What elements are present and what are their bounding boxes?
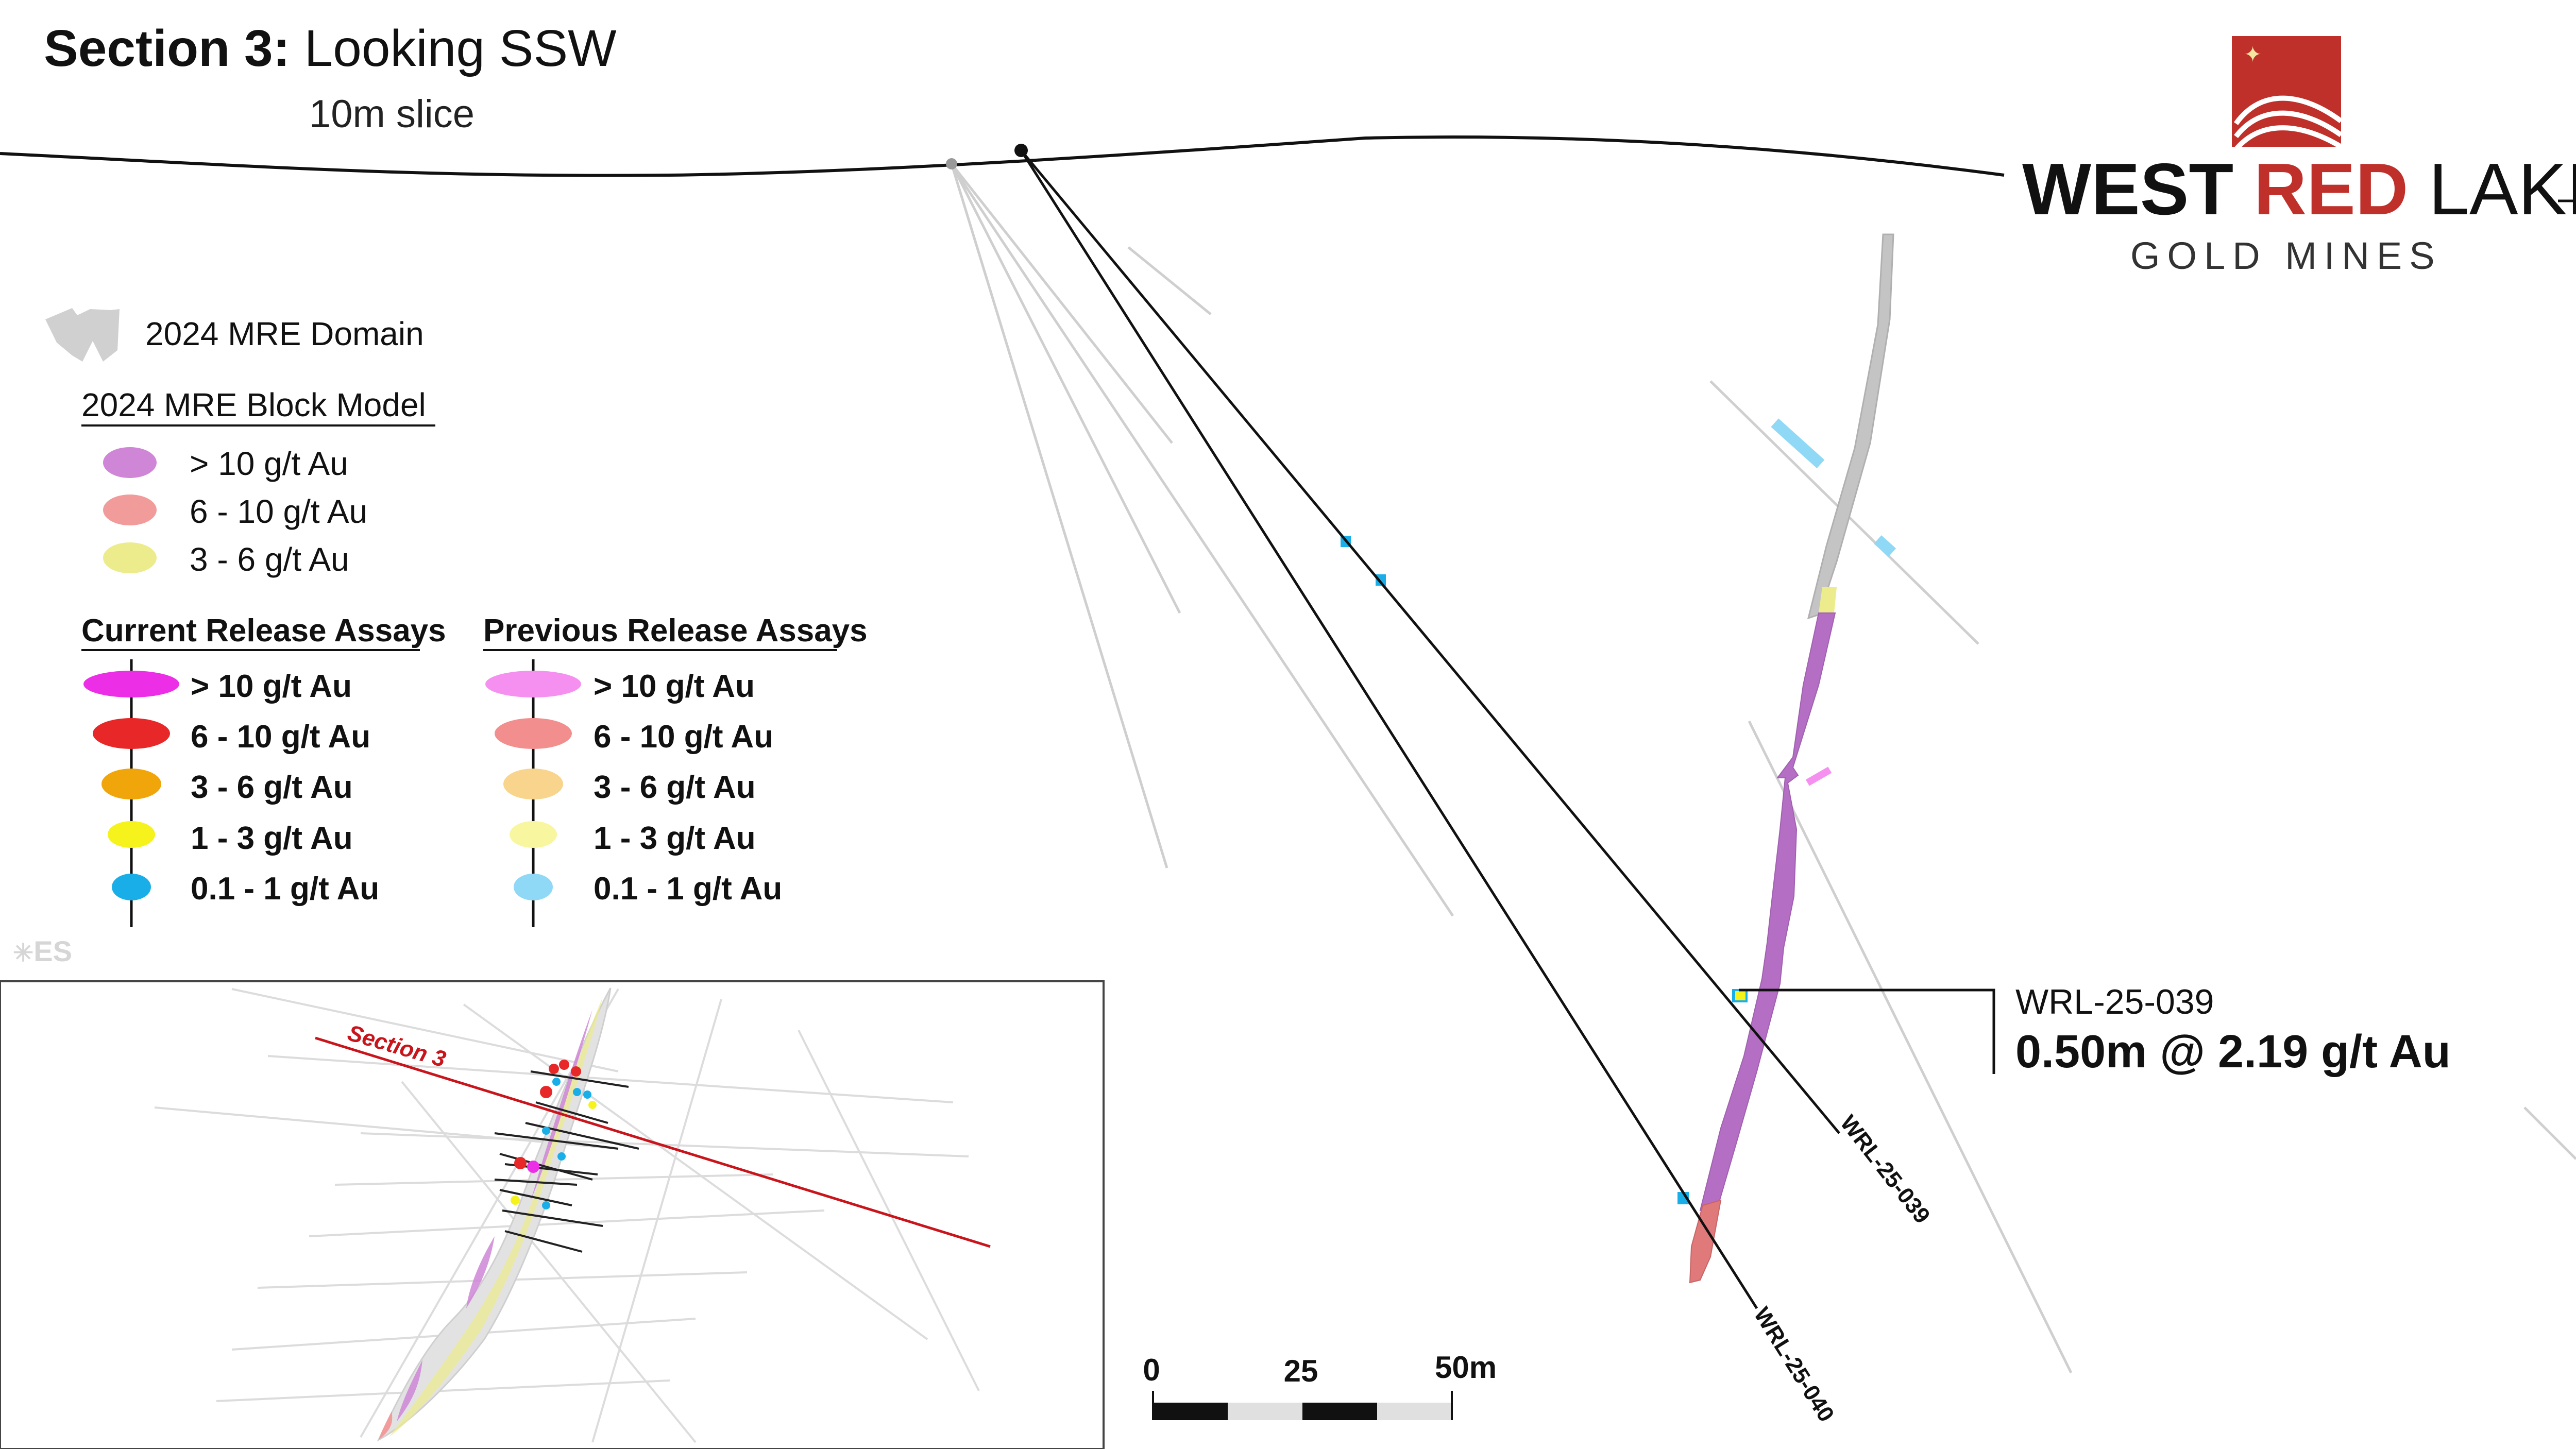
- inset-marker: [552, 1078, 561, 1086]
- previous-label-6-10: 6 - 10 g/t Au: [594, 719, 773, 755]
- assay-tick: [1735, 991, 1745, 1000]
- watermark-label: ES: [33, 935, 72, 967]
- drill-hole-wrl-25-039: [1020, 149, 1840, 1134]
- inset-block-6-10: [379, 1411, 393, 1440]
- block-swatch-3-6: [103, 542, 157, 573]
- current-label-1-3: 1 - 3 g/t Au: [191, 821, 353, 856]
- domain-swatch: [45, 308, 120, 362]
- current-label-gt10: > 10 g/t Au: [191, 669, 352, 704]
- previous-label-gt10: > 10 g/t Au: [594, 669, 755, 704]
- block-swatch-gt10: [103, 447, 157, 478]
- slice-label: 10m slice: [309, 92, 474, 136]
- inset-marker: [588, 1101, 597, 1109]
- logo-word-west: WEST: [2022, 148, 2254, 230]
- inset-marker: [583, 1090, 591, 1099]
- watermark-text: ✳ES: [13, 935, 72, 967]
- inset-map: Section 3: [0, 980, 1105, 1449]
- inset-frame: [0, 980, 1105, 1449]
- assay-tick: [1805, 766, 1832, 786]
- current-label-6-10: 6 - 10 g/t Au: [191, 719, 370, 755]
- inset-marker: [573, 1088, 581, 1096]
- inset-marker: [559, 1060, 569, 1070]
- logo-word-red: RED: [2254, 148, 2409, 230]
- previous-swatch-3-6: [503, 769, 563, 799]
- scale-bar: 0 25 50m: [1143, 1350, 1497, 1420]
- drill-collar: [1014, 144, 1028, 157]
- current-label-3-6: 3 - 6 g/t Au: [191, 770, 353, 805]
- previous-swatch-gt10: [485, 671, 581, 697]
- mre-domain-upper: [1807, 233, 1894, 620]
- hole-label-039: WRL-25-039: [1835, 1111, 1935, 1229]
- logo-word-lake: LAKE: [2408, 148, 2576, 230]
- block-label-gt10: > 10 g/t Au: [190, 445, 348, 482]
- block-label-6-10: 6 - 10 g/t Au: [190, 493, 367, 530]
- previous-swatch-1-3: [510, 821, 557, 848]
- previous-swatch-6-10: [495, 718, 572, 749]
- scale-segment-2: [1228, 1403, 1302, 1420]
- inset-marker: [514, 1157, 527, 1169]
- block-3-6-zone: [1819, 587, 1837, 613]
- background-drill-traces: [950, 163, 2576, 1374]
- scale-segment-4: [1377, 1403, 1452, 1420]
- legend: 2024 MRE Domain 2024 MRE Block Model > 1…: [45, 308, 868, 927]
- logo-waves: [2233, 95, 2343, 151]
- inset-block-gt10: [397, 1010, 592, 1422]
- logo-subtitle: GOLD MINES: [2130, 234, 2442, 277]
- inset-marker: [549, 1064, 559, 1074]
- assay-ticks: [1341, 418, 1896, 1204]
- current-swatch-1-3: [108, 821, 155, 848]
- inset-marker: [540, 1086, 552, 1098]
- inset-marker: [527, 1161, 539, 1173]
- inset-section-line: [315, 1036, 991, 1248]
- section-title-direction: Looking SSW: [290, 20, 617, 77]
- block-label-3-6: 3 - 6 g/t Au: [190, 541, 349, 578]
- current-swatch-6-10: [93, 718, 170, 749]
- block-model-title: 2024 MRE Block Model: [81, 386, 426, 423]
- domain-label: 2024 MRE Domain: [145, 315, 424, 352]
- previous-label-1-3: 1 - 3 g/t Au: [594, 821, 756, 856]
- assay-tick: [1771, 418, 1825, 469]
- section-title: Section 3: Looking SSW: [44, 20, 617, 77]
- drill-hole-wrl-25-040: [1020, 149, 1758, 1309]
- collar-grey: [946, 158, 957, 169]
- logo-wordmark: WEST RED LAKE: [2022, 148, 2576, 230]
- inset-marker: [557, 1152, 566, 1161]
- scale-label-25: 25: [1284, 1354, 1318, 1388]
- section-title-bold: Section 3:: [44, 20, 290, 77]
- callout-leader: [1739, 988, 1995, 1074]
- callout-hole-id: WRL-25-039: [2015, 982, 2214, 1021]
- inset-marker: [542, 1127, 550, 1135]
- current-label-01-1: 0.1 - 1 g/t Au: [191, 871, 379, 907]
- inset-marker: [542, 1201, 550, 1209]
- scale-segment-3: [1302, 1403, 1377, 1420]
- hole-label-040: WRL-25-040: [1749, 1303, 1839, 1426]
- previous-swatch-01-1: [514, 874, 553, 900]
- inset-marker: [511, 1196, 520, 1205]
- scale-label-50: 50m: [1435, 1350, 1497, 1385]
- block-gt10-zone: [1699, 612, 1836, 1212]
- inset-assay-markers: [511, 1060, 597, 1209]
- block-6-10-zone: [1689, 1199, 1722, 1284]
- assay-tick: [1376, 574, 1386, 586]
- current-assays-title: Current Release Assays: [81, 613, 446, 649]
- inset-marker: [571, 1066, 581, 1077]
- maple-leaf-icon: ✦: [2244, 42, 2262, 67]
- current-swatch-3-6: [101, 769, 161, 799]
- previous-label-01-1: 0.1 - 1 g/t Au: [594, 871, 782, 907]
- assay-tick: [1874, 535, 1896, 557]
- watermark-icon: ✳: [13, 940, 33, 967]
- scale-segment-1: [1153, 1403, 1228, 1420]
- current-swatch-gt10: [83, 671, 179, 697]
- block-swatch-6-10: [103, 495, 157, 525]
- company-logo: ✦ WEST RED LAKE GOLD MINES: [2022, 36, 2576, 277]
- topography-line: [0, 135, 2005, 177]
- scale-label-0: 0: [1143, 1353, 1160, 1387]
- callout-result: 0.50m @ 2.19 g/t Au: [2015, 1026, 2451, 1078]
- previous-label-3-6: 3 - 6 g/t Au: [594, 770, 756, 805]
- current-swatch-01-1: [112, 874, 151, 900]
- previous-assays-title: Previous Release Assays: [483, 613, 868, 649]
